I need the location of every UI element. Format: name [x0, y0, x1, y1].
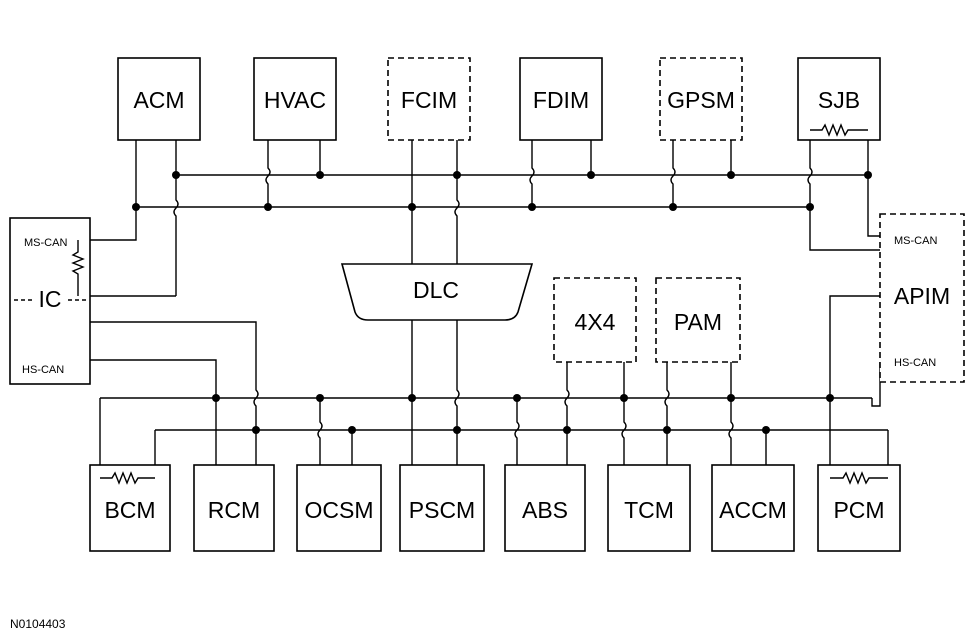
- svg-text:HS-CAN: HS-CAN: [22, 364, 64, 376]
- module-pscm: PSCM: [399, 464, 485, 552]
- module-fdim: FDIM: [519, 57, 603, 141]
- module-acm: ACM: [117, 57, 201, 141]
- module-pam: PAM: [655, 277, 741, 363]
- svg-text:ACM: ACM: [133, 87, 184, 113]
- module-ocsm: OCSM: [296, 464, 382, 552]
- svg-text:HS-CAN: HS-CAN: [894, 357, 936, 369]
- module-ic: MS-CAN HS-CAN IC: [9, 217, 91, 385]
- dlc-connector: DLC: [340, 263, 534, 321]
- module-tcm: TCM: [607, 464, 691, 552]
- module-abs: ABS: [504, 464, 586, 552]
- svg-text:RCM: RCM: [208, 497, 260, 523]
- module-fcim: FCIM: [387, 57, 471, 141]
- module-pcm: PCM: [817, 464, 901, 552]
- figure-id: N0104403: [10, 617, 66, 631]
- bottom-drops: [99, 295, 889, 465]
- bcm-resistor-icon: [100, 471, 155, 485]
- top-drops: [135, 140, 880, 320]
- ms-can-bus: [136, 174, 868, 208]
- svg-text:TCM: TCM: [624, 497, 674, 523]
- module-bcm: BCM: [89, 464, 171, 552]
- pcm-resistor-icon: [830, 471, 888, 485]
- module-accm: ACCM: [711, 464, 795, 552]
- svg-text:4X4: 4X4: [575, 309, 616, 335]
- svg-text:GPSM: GPSM: [667, 87, 735, 113]
- svg-text:HVAC: HVAC: [264, 87, 326, 113]
- ic-resistor-icon: [71, 240, 85, 296]
- module-gpsm: GPSM: [659, 57, 743, 141]
- ic-wires: [90, 207, 259, 465]
- module-hvac: HVAC: [253, 57, 337, 141]
- svg-text:MS-CAN: MS-CAN: [894, 235, 937, 247]
- svg-text:MS-CAN: MS-CAN: [24, 237, 67, 249]
- svg-text:APIM: APIM: [894, 283, 950, 309]
- svg-text:FDIM: FDIM: [533, 87, 589, 113]
- module-sjb: SJB: [797, 57, 881, 141]
- svg-text:PAM: PAM: [674, 309, 722, 335]
- hs-can-bus: [100, 397, 888, 431]
- module-4x4: 4X4: [553, 277, 637, 363]
- svg-text:PSCM: PSCM: [409, 497, 475, 523]
- junction-dots: [132, 171, 872, 434]
- svg-text:ABS: ABS: [522, 497, 568, 523]
- sjb-resistor-icon: [810, 123, 868, 137]
- svg-text:SJB: SJB: [818, 87, 860, 113]
- svg-text:IC: IC: [39, 286, 62, 312]
- svg-text:ACCM: ACCM: [719, 497, 787, 523]
- svg-text:DLC: DLC: [413, 277, 459, 303]
- module-rcm: RCM: [193, 464, 275, 552]
- module-apim: MS-CAN HS-CAN APIM: [879, 213, 965, 383]
- svg-text:FCIM: FCIM: [401, 87, 457, 113]
- svg-text:BCM: BCM: [104, 497, 155, 523]
- svg-text:PCM: PCM: [833, 497, 884, 523]
- svg-text:OCSM: OCSM: [305, 497, 374, 523]
